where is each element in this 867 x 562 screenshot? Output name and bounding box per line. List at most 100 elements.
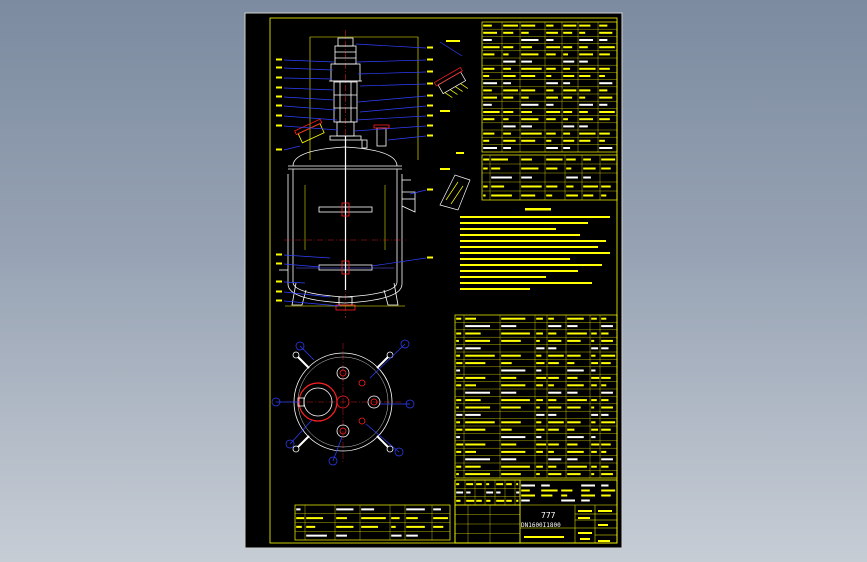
bottom-table-cell-text <box>406 508 425 511</box>
tech-table-cell-text <box>521 67 542 70</box>
parts-list-cell-text <box>465 413 481 416</box>
parts-list-cell-text <box>601 443 611 446</box>
detail-a-nozzle <box>433 66 469 98</box>
leader-line <box>283 254 331 259</box>
parts-list-cell-text <box>601 332 609 335</box>
tech-table-cell-text <box>599 31 613 34</box>
tech-table-cell-text <box>546 139 552 142</box>
parts-list-cell-text <box>456 399 462 402</box>
tech-table-cell-text <box>599 118 610 121</box>
nozzle-table-cell-text <box>491 185 505 188</box>
tech-table-cell-text <box>521 103 539 106</box>
parts-list-cell-text <box>548 391 562 394</box>
parts-list-cell-text <box>548 399 557 402</box>
parts-list-cell-text <box>548 458 562 461</box>
title-block-info-cell-text <box>521 484 535 487</box>
leader-line <box>355 43 427 49</box>
parts-list-cell-text <box>501 362 512 365</box>
notes-line <box>460 270 578 272</box>
parts-list-cell-text <box>456 413 463 416</box>
nozzle-table-border <box>481 154 618 201</box>
parts-list-cell-text <box>567 391 578 394</box>
notes-line <box>460 228 556 230</box>
leader-label <box>276 253 282 256</box>
parts-list-cell-text <box>567 317 584 320</box>
parts-list-cell-text <box>548 413 557 416</box>
detail-a-hatch <box>460 83 469 89</box>
tech-table-cell-text <box>546 147 558 149</box>
tech-table-cell-text <box>546 75 552 77</box>
detail-a-flange <box>433 66 463 87</box>
parts-list-cell-text <box>601 362 611 365</box>
bottom-table-cell-text <box>433 508 441 511</box>
leader-line <box>371 257 427 267</box>
front-view-leaders <box>276 43 433 307</box>
notes-line <box>460 252 610 254</box>
title-block-text <box>578 510 592 512</box>
tech-table-cell-text <box>546 96 558 99</box>
nozzle-table-cell-text <box>521 176 532 179</box>
parts-list-cell-text <box>501 376 517 379</box>
parts-list-cell-text <box>601 413 609 416</box>
plan-leader-line <box>369 343 406 379</box>
tech-table-cell-text <box>599 89 608 92</box>
parts-list-cell-text <box>501 465 530 468</box>
title-block-sign-cell-text <box>516 483 519 486</box>
nozzle-table-cell-text <box>521 158 532 161</box>
parts-list-cell-text <box>536 317 543 320</box>
parts-list-cell-text <box>536 384 543 387</box>
parts-list-cell-text <box>456 428 463 431</box>
parts-list-cell-text <box>501 458 517 461</box>
tech-table-cell-text <box>503 111 514 113</box>
tech-table-cell-text <box>563 60 575 63</box>
nozzle-table-cell-text <box>521 185 542 188</box>
leader-line <box>283 145 301 151</box>
parts-list-cell-text <box>548 473 562 476</box>
tech-table-cell-text <box>599 147 613 149</box>
title-block-sign-cell-text <box>486 491 494 494</box>
parts-list-cell-text <box>567 450 584 453</box>
detail-a-hatch <box>444 92 453 98</box>
nozzle-table-cell-text <box>583 194 594 197</box>
parts-list-cell-text <box>456 406 459 409</box>
parts-list-cell-text <box>548 428 559 431</box>
bottom-table-cell-text <box>406 525 425 528</box>
title-block-info-cell-text <box>521 499 530 502</box>
upper-impeller-hub <box>341 202 350 217</box>
plan-leg-pad <box>292 351 300 359</box>
plan-balloon <box>295 341 305 351</box>
tech-table-cell-text <box>503 132 511 135</box>
title-block-info-cell-text <box>581 489 590 492</box>
top-head <box>292 146 398 167</box>
tech-table-cell-text <box>483 147 497 149</box>
tech-table-cell-text <box>521 96 529 99</box>
notes-line <box>460 288 530 290</box>
parts-list-cell-text <box>465 362 486 365</box>
title-block-text <box>578 532 592 534</box>
tech-table-cell-text <box>546 31 558 34</box>
manhole-cover <box>294 118 323 136</box>
parts-list-cell-text <box>567 362 575 365</box>
tech-table-cell-text <box>521 53 539 56</box>
plan-nozzle <box>336 366 350 380</box>
nozzle-table-cell-text <box>583 185 598 188</box>
parts-list-cell-text <box>548 325 562 328</box>
parts-list-cell-text <box>548 339 562 342</box>
tech-table-cell-text <box>503 82 511 85</box>
nozzle-table-cell-text <box>546 167 558 170</box>
parts-list-cell-text <box>501 436 526 439</box>
tech-table-cell-text <box>599 82 613 85</box>
parts-list-cell-text <box>501 473 521 476</box>
leader-label <box>427 94 433 97</box>
parts-list-cell-text <box>465 443 486 446</box>
tech-table-cell-text <box>563 132 571 135</box>
title-block-sign-cell-text <box>466 483 474 486</box>
jacket <box>287 174 403 304</box>
parts-list-cell-text <box>456 436 461 439</box>
tech-table-cell-text <box>546 82 558 85</box>
leader-label <box>427 82 433 85</box>
detail-a-hatch <box>455 86 463 92</box>
title-block-sign-cell-text <box>456 499 461 502</box>
drawing-sheet <box>244 12 623 549</box>
